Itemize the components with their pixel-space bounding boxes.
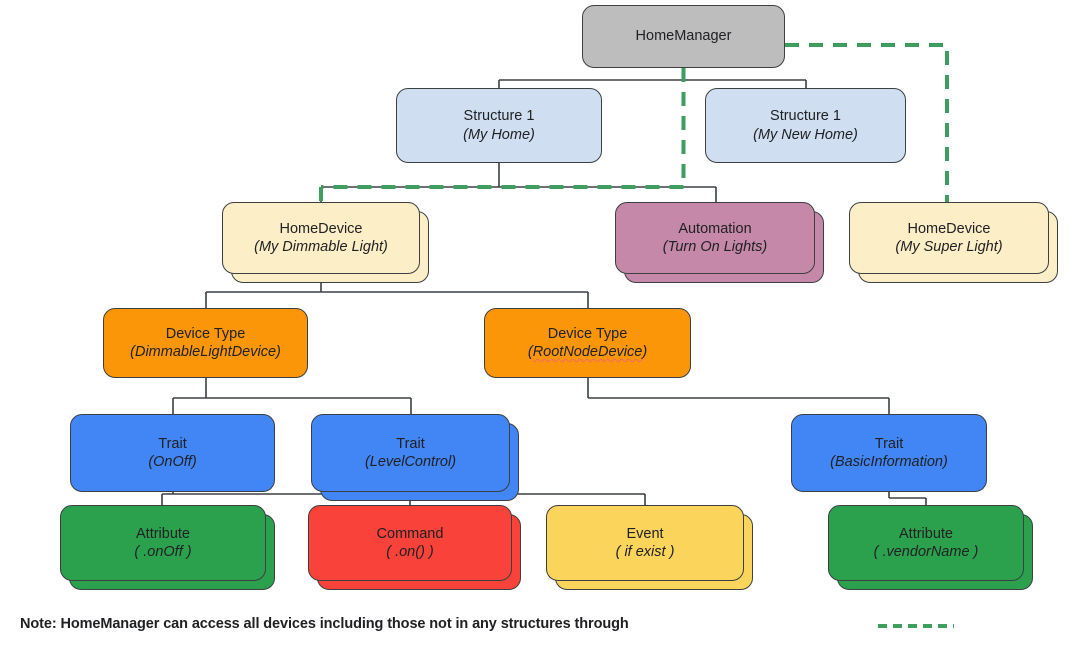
node-label-secondary: ( .vendorName ) — [873, 544, 979, 560]
dashed-line-legend-icon — [878, 624, 954, 628]
node-event-if-exist[interactable]: Event ( if exist ) — [546, 505, 744, 581]
edge-hm-to-structures — [498, 68, 807, 88]
node-label-primary: HomeManager — [635, 28, 732, 45]
node-label-secondary: ( if exist ) — [615, 544, 675, 560]
node-attribute-onoff[interactable]: Attribute ( .onOff ) — [60, 505, 266, 581]
node-devicetype-rootnode[interactable]: Device Type (RootNodeDevice) — [484, 308, 691, 378]
node-label-primary: HomeDevice — [907, 220, 991, 237]
node-label-secondary: ( .onOff ) — [134, 544, 192, 560]
node-label-primary: Trait — [396, 435, 425, 452]
node-label-secondary: (My Super Light) — [895, 239, 1003, 255]
node-label-secondary: (My New Home) — [753, 126, 858, 143]
node-label-primary: HomeDevice — [279, 220, 363, 237]
node-home-manager[interactable]: HomeManager — [582, 5, 785, 68]
node-trait-levelcontrol[interactable]: Trait (LevelControl) — [311, 414, 510, 492]
node-label-primary: Device Type — [165, 325, 246, 342]
edge-rootnode-to-basicinfo — [587, 378, 890, 414]
node-label-primary: Attribute — [136, 525, 190, 542]
node-devicetype-dimmablelight[interactable]: Device Type (DimmableLightDevice) — [103, 308, 308, 378]
node-label-secondary: (My Home) — [463, 126, 535, 143]
node-label-primary: Automation — [678, 220, 752, 237]
node-structure-my-new-home[interactable]: Structure 1(My New Home) — [705, 88, 906, 163]
edge-basicinfo-to-attribute — [888, 492, 927, 505]
spellcheck-underline: RootNodeDevice — [532, 344, 643, 360]
node-label-primary: Device Type — [547, 325, 628, 342]
node-label-primary: Trait — [158, 435, 187, 452]
node-homedevice-dimmable[interactable]: HomeDevice (My Dimmable Light) — [222, 202, 420, 274]
node-command-on[interactable]: Command ( .on() ) — [308, 505, 512, 581]
node-label-secondary: ( .on() ) — [386, 544, 434, 560]
node-trait-basicinformation[interactable]: Trait (BasicInformation) — [791, 414, 987, 492]
node-label-secondary: (RootNodeDevice) — [527, 344, 648, 360]
node-label-secondary: (DimmableLightDevice) — [130, 344, 281, 360]
node-structure-my-home[interactable]: Structure 1(My Home) — [396, 88, 602, 163]
node-label-primary: Structure 1 — [463, 108, 535, 125]
node-attribute-vendorname[interactable]: Attribute ( .vendorName ) — [828, 505, 1024, 581]
node-label-primary: Attribute — [899, 525, 953, 542]
node-label-primary: Trait — [874, 435, 904, 452]
node-label-secondary: (My Dimmable Light) — [254, 239, 388, 255]
node-label-primary: Command — [376, 525, 444, 542]
node-homedevice-super-light[interactable]: HomeDevice (My Super Light) — [849, 202, 1049, 274]
node-automation-turn-on-lights[interactable]: Automation (Turn On Lights) — [615, 202, 815, 274]
node-label-primary: Structure 1 — [770, 108, 841, 125]
node-label-secondary: (Turn On Lights) — [662, 239, 768, 255]
node-label-secondary: (LevelControl) — [364, 454, 457, 470]
edge-myhome-to-children — [320, 163, 717, 202]
node-label-secondary: (BasicInformation) — [830, 454, 948, 470]
edge-dimmablelight-to-traits — [172, 378, 412, 414]
node-label-primary: Event — [626, 525, 664, 542]
node-trait-onoff[interactable]: Trait (OnOff) — [70, 414, 275, 492]
diagram-note: Note: HomeManager can access all devices… — [20, 616, 629, 632]
node-label-secondary: (OnOff) — [148, 454, 197, 470]
